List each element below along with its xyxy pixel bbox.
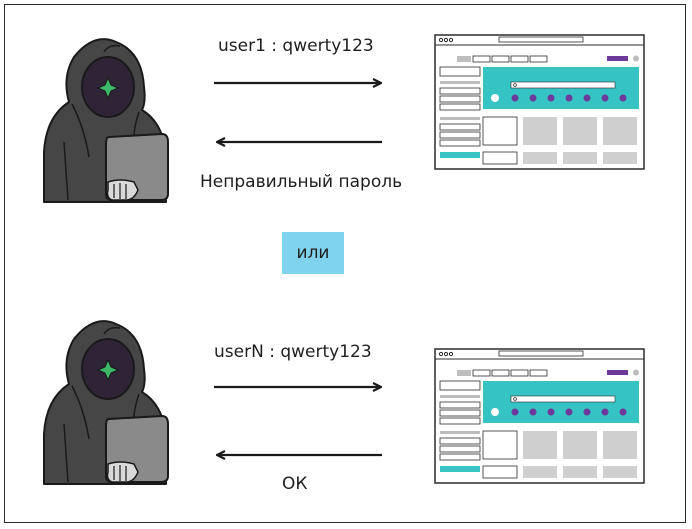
response-label-1: Неправильный пароль	[200, 172, 403, 192]
arrow-right-icon	[214, 376, 390, 398]
browser-window-icon	[434, 34, 645, 170]
arrow-left-icon	[210, 444, 382, 466]
arrow-left-icon	[210, 131, 382, 153]
arrow-right-icon	[214, 72, 390, 94]
request-label-2: userN : qwerty123	[214, 342, 372, 362]
response-label-2: ОК	[282, 474, 308, 494]
request-label-1: user1 : qwerty123	[218, 36, 374, 56]
separator-badge: или	[282, 232, 344, 274]
attacker-icon	[43, 38, 169, 204]
attacker-icon	[43, 320, 169, 485]
diagram-frame	[4, 4, 686, 523]
browser-window-icon	[434, 348, 645, 484]
separator-label: или	[296, 243, 330, 263]
